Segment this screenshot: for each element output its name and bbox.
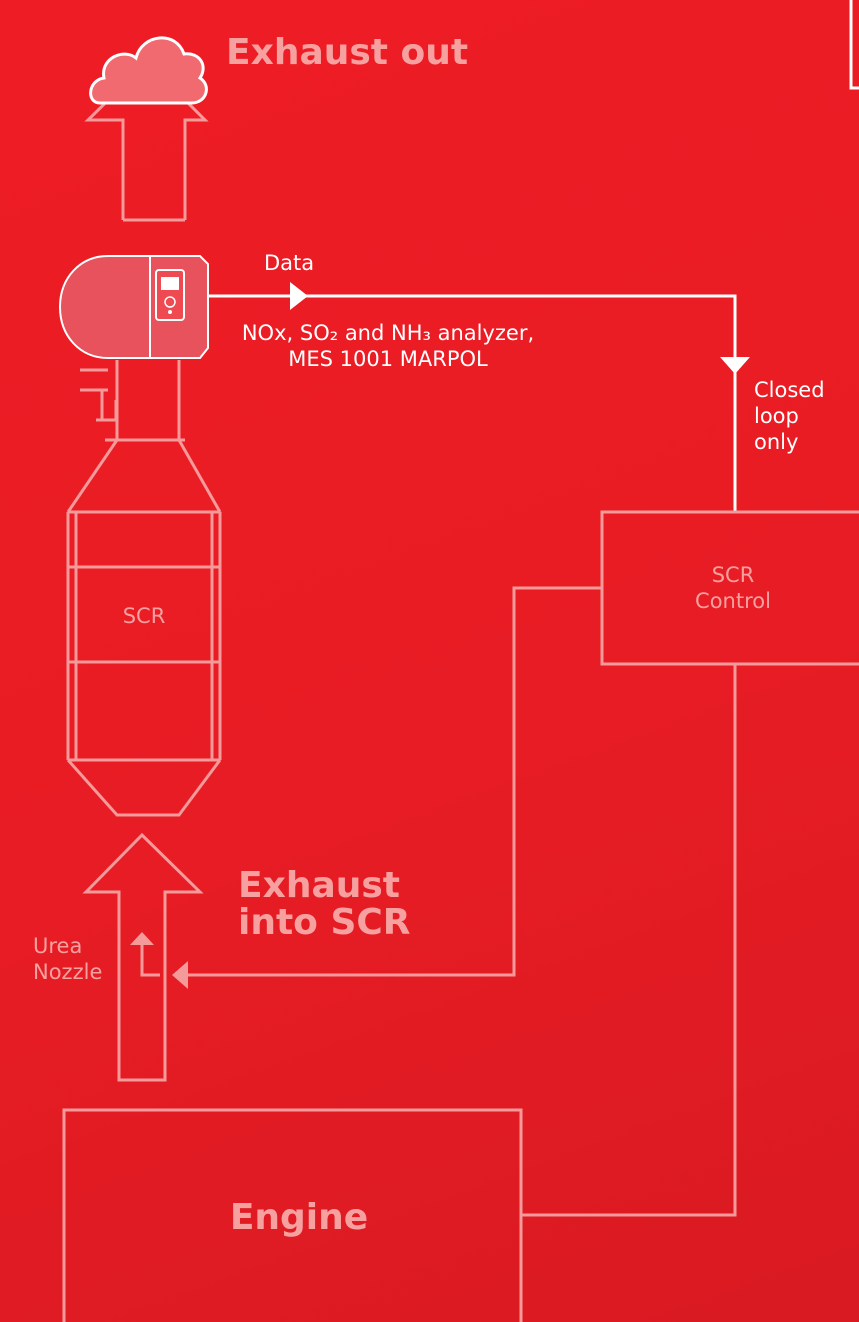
analyzer-label-line1: NOx, SO₂ and NH₃ analyzer, bbox=[241, 321, 535, 345]
nozzle-arrow-icon bbox=[130, 932, 154, 945]
urea-arrow-icon bbox=[172, 961, 188, 989]
closed-loop-label-line3: only bbox=[754, 430, 799, 454]
scr-inner-walls bbox=[74, 512, 214, 760]
engine-signal-line bbox=[521, 664, 737, 1217]
closed-loop-label-line1: Closed bbox=[754, 378, 825, 402]
scr-control-label-line1: SCR bbox=[711, 563, 755, 587]
closed-loop-label-line2: loop bbox=[754, 404, 799, 428]
data-signal-line bbox=[208, 294, 737, 512]
scr-bottom-cone bbox=[66, 759, 222, 817]
exhaust-out-label: Exhaust out bbox=[226, 32, 469, 73]
scr-control-box bbox=[600, 510, 859, 666]
engine-label: Engine bbox=[229, 1197, 369, 1238]
exhaust-into-label-line1: Exhaust bbox=[238, 865, 400, 906]
urea-control-line bbox=[188, 586, 602, 977]
sampling-probe bbox=[80, 368, 118, 422]
urea-label-line1: Urea bbox=[33, 934, 83, 958]
analyzer-label-line2: MES 1001 MARPOL bbox=[288, 347, 488, 371]
scr-control-label-line2: Control bbox=[695, 589, 771, 613]
stack-mid-pipe bbox=[115, 360, 181, 440]
corner-bracket bbox=[849, 0, 859, 90]
cloud-icon bbox=[89, 36, 208, 105]
scr-top-cone bbox=[66, 439, 222, 513]
data-label: Data bbox=[264, 251, 315, 275]
exhaust-into-label-line2: into SCR bbox=[238, 902, 411, 943]
data-arrow-icon bbox=[290, 282, 308, 310]
scr-dividers bbox=[68, 510, 220, 762]
urea-nozzle bbox=[140, 945, 160, 977]
urea-label-line2: Nozzle bbox=[33, 960, 103, 984]
analyzer-device-icon bbox=[58, 255, 209, 359]
exhaust-into-arrow bbox=[82, 832, 204, 1082]
stack-upper-pipe bbox=[121, 148, 187, 220]
scr-label: SCR bbox=[122, 604, 166, 628]
closed-loop-arrow-icon bbox=[720, 357, 750, 374]
scr-walls bbox=[66, 512, 222, 760]
